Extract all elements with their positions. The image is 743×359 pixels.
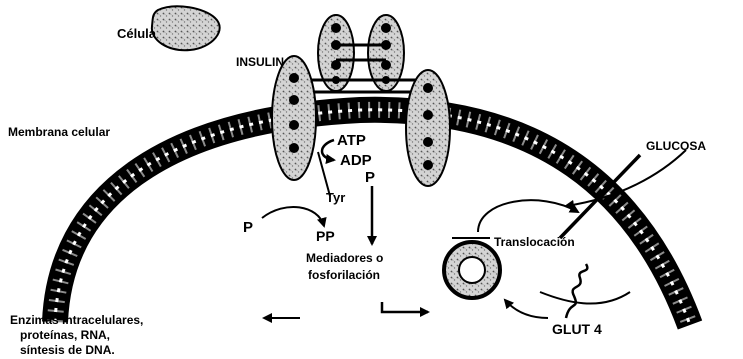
translocation-arrow bbox=[478, 200, 578, 232]
p-to-pp-arrow bbox=[262, 207, 324, 226]
phosphate-top-label: P bbox=[365, 169, 375, 186]
enzymes-line-3: síntesis de DNA. bbox=[20, 343, 115, 357]
glut4-return-arrow bbox=[540, 292, 630, 304]
glut4-protein-coil bbox=[566, 264, 587, 318]
enzymes-line-2: proteínas, RNA, bbox=[20, 328, 110, 342]
glut4-to-vesicle-arrow bbox=[505, 300, 548, 318]
enzymes-line-1: Enzimas intracelulares, bbox=[10, 313, 143, 327]
cell-blob bbox=[152, 6, 220, 50]
glucose-label: GLUCOSA bbox=[646, 139, 706, 153]
pp-label: PP bbox=[316, 228, 335, 244]
mediators-line-2: fosforilación bbox=[308, 268, 380, 282]
mediators-line-1: Mediadores o bbox=[306, 251, 383, 265]
atp-label: ATP bbox=[337, 132, 366, 149]
adp-label: ADP bbox=[340, 152, 372, 169]
glut4-vesicle bbox=[444, 242, 500, 298]
mediators-to-vesicle-arrow bbox=[382, 302, 428, 312]
glut4-label: GLUT 4 bbox=[552, 321, 602, 337]
cell-label: Célula bbox=[117, 26, 157, 41]
phosphate-left-label: P bbox=[243, 219, 253, 236]
membrane-label: Membrana celular bbox=[8, 125, 110, 139]
atp-to-adp-arrow bbox=[318, 140, 334, 196]
